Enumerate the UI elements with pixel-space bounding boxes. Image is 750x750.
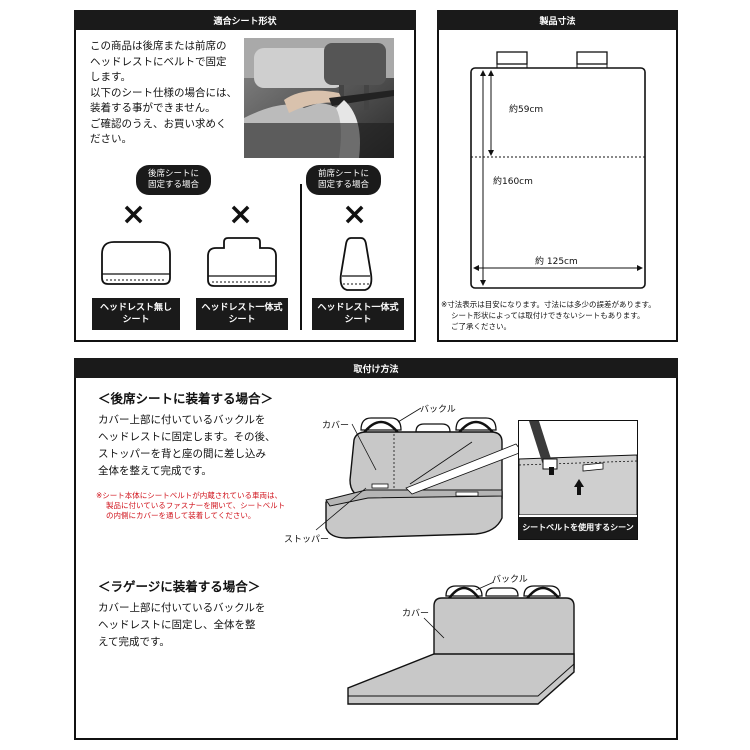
- label-no-headrest: ヘッドレスト無し シート: [92, 298, 180, 330]
- seat-types-description: この商品は後席または前席の ヘッドレストにベルトで固定 します。 以下のシート仕…: [90, 40, 237, 145]
- seatbelt-warning-note: ※シート本体にシートベルトが内蔵されている車両は、 製品に付いているファスナーを…: [96, 491, 286, 520]
- divider-line: [300, 184, 302, 330]
- seat-integrated-headrest-icon: [207, 237, 277, 287]
- dimensions-panel: 製品寸法 約59cm 約160cm 約 125cm ※寸法表示は目安になります。…: [437, 10, 678, 342]
- upper-height-label: 約59cm: [509, 105, 544, 115]
- rear-leader-lines: [315, 407, 523, 531]
- seatbelt-inset: シートベルトを使用するシーン: [518, 420, 638, 540]
- buckle-label-luggage: バックル: [492, 575, 528, 585]
- rear-seat-illustration: [325, 417, 503, 539]
- width-label: 約 125cm: [535, 257, 578, 267]
- cross-mark-3: ×: [342, 197, 368, 232]
- dimension-diagram: [470, 51, 646, 289]
- total-height-label: 約160cm: [493, 177, 533, 187]
- seatbelt-inset-drawing: [518, 421, 638, 516]
- installation-panel: 取付け方法 ＜後席シートに装着する場合＞ カバー上部に付いているバックルを ヘッ…: [74, 358, 678, 740]
- cover-label-luggage: カバー: [402, 609, 430, 619]
- seatbelt-caption: シートベルトを使用するシーン: [519, 517, 637, 539]
- rear-install-title: ＜後席シートに装着する場合＞: [98, 391, 274, 406]
- stopper-label: ストッパー: [284, 535, 330, 545]
- luggage-illustration: [347, 585, 575, 705]
- luggage-install-text: カバー上部に付いているバックルを ヘッドレストに固定し、全体を整 えて完成です。: [98, 602, 266, 648]
- label-integrated-headrest: ヘッドレスト一体式 シート: [196, 298, 288, 330]
- seat-no-headrest-icon: [101, 241, 171, 285]
- cover-label: カバー: [322, 421, 350, 431]
- cross-mark-1: ×: [121, 197, 147, 232]
- label-front-integrated: ヘッドレスト一体式 シート: [312, 298, 404, 330]
- luggage-leader-lines: [423, 581, 495, 639]
- front-seat-integrated-icon: [339, 237, 373, 291]
- front-seat-pill: 前席シートに 固定する場合: [306, 165, 382, 195]
- seat-types-panel: 適合シート形状 この商品は後席または前席の ヘッドレストにベルトで固定 します。…: [74, 10, 416, 342]
- rear-seat-pill: 後席シートに 固定する場合: [136, 165, 212, 195]
- seat-types-header: 適合シート形状: [74, 10, 416, 30]
- installation-header: 取付け方法: [74, 358, 678, 378]
- dimensions-header: 製品寸法: [437, 10, 678, 30]
- buckle-label: バックル: [420, 405, 456, 415]
- rear-install-text: カバー上部に付いているバックルを ヘッドレストに固定します。その後、 ストッパー…: [98, 414, 276, 477]
- dimension-notes: ※寸法表示は目安になります。寸法には多少の誤差があります。 シート形状によっては…: [441, 300, 656, 331]
- cross-mark-2: ×: [228, 197, 254, 232]
- headrest-photo: [244, 38, 394, 158]
- luggage-install-title: ＜ラゲージに装着する場合＞: [98, 579, 261, 594]
